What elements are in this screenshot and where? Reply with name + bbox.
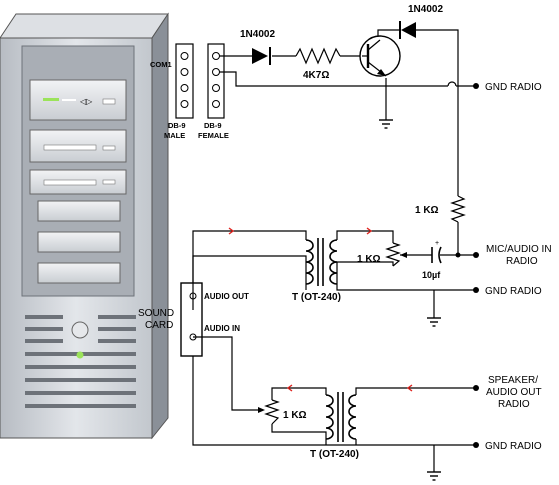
potentiometer-lower [264,399,280,425]
transformer-upper-label: T (OT-240) [292,292,341,303]
db9-female-label-2: FEMALE [198,131,229,140]
capacitor-label: 10µf [422,270,441,280]
transformer-lower [325,392,357,442]
ptt-wiring [219,29,475,255]
gnd-radio-label-ptt: GND RADIO [485,82,542,93]
potentiometer-upper [385,242,401,267]
transformer-lower-label: T (OT-240) [310,449,359,460]
diode-1n4002-second [399,21,416,39]
com-port-label: COM1 [150,60,172,69]
potentiometer-lower-label: 1 KΩ [283,410,307,421]
db9-male-connector [175,43,194,119]
signal-arrows [228,227,413,392]
terminal-dot-gnd-lower [473,442,479,448]
arrow-icon [286,384,293,392]
capacitor-10uf: + [431,240,442,264]
transformer-upper [305,238,338,286]
potentiometer-upper-wiper [400,252,407,258]
audio-out-label: AUDIO OUT [204,292,249,301]
audio-in-label: AUDIO IN [204,324,240,333]
ground-symbol-lower [427,471,441,481]
sound-card-label-1: SOUND [138,308,174,319]
mic-in-label-1: MIC/AUDIO IN [486,244,552,255]
drive-bays: ◁▷ [29,79,127,284]
junction-dot-mic [455,252,461,258]
diode-2-label: 1N4002 [408,4,443,15]
diode-1-label: 1N4002 [240,29,275,40]
db9-male-label-2: MALE [164,131,185,140]
speaker-path-wiring [192,336,476,472]
mic-in-label-2: RADIO [506,256,538,267]
potentiometer-lower-wiper [258,407,265,413]
npn-transistor [359,35,401,77]
resistor-1k-vertical-label: 1 KΩ [415,205,439,216]
power-led [76,351,84,359]
computer-tower: ◁▷ [0,12,169,440]
resistor-1k-vertical [450,195,466,223]
terminal-dot-mic [473,252,479,258]
arrow-icon [406,384,413,392]
gnd-radio-label-lower: GND RADIO [485,441,542,452]
arrow-icon [366,227,373,235]
svg-text:+: + [435,240,439,247]
gnd-radio-label-upper: GND RADIO [485,286,542,297]
sound-card-label-2: CARD [145,320,173,331]
svg-text:◁▷: ◁▷ [80,97,93,106]
speaker-out-label-3: RADIO [498,399,530,410]
resistor-4k7 [295,47,341,65]
terminal-dot-speaker [473,385,479,391]
db9-female-label-1: DB-9 [204,121,222,130]
terminal-dot-gnd-ptt [473,83,479,89]
speaker-out-label-1: SPEAKER/ [488,375,538,386]
ground-symbol-upper [427,317,441,327]
sound-card-connector [180,282,203,357]
arrow-icon [228,227,235,235]
diode-1n4002-first [252,47,271,65]
db9-male-label-1: DB-9 [168,121,186,130]
resistor-4k7-label: 4K7Ω [303,70,329,81]
ground-symbol-transistor [379,119,393,129]
db9-female-connector [207,43,225,119]
power-button [71,321,89,339]
terminal-dot-gnd-upper [473,287,479,293]
speaker-out-label-2: AUDIO OUT [486,387,542,398]
potentiometer-upper-label: 1 KΩ [357,254,381,265]
